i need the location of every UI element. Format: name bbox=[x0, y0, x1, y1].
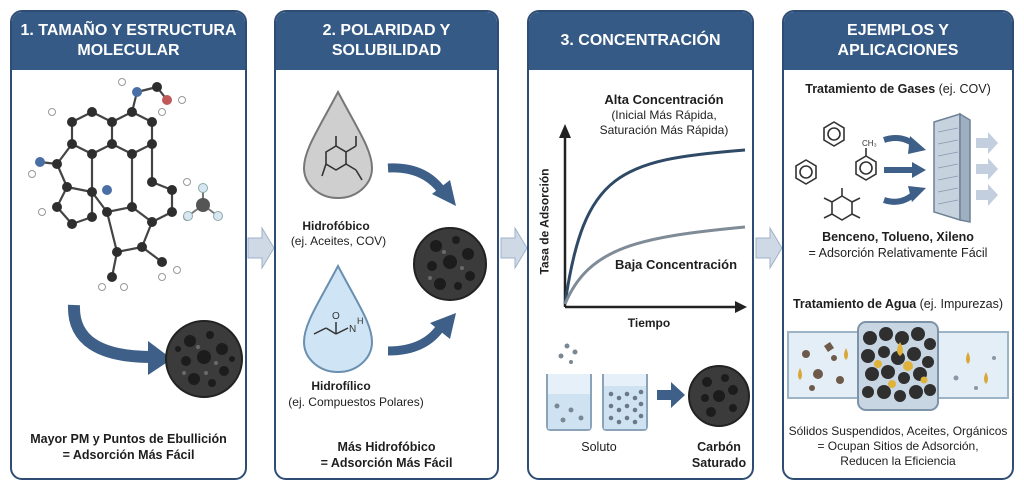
header-line-1: 2. POLARIDAD Y bbox=[322, 22, 451, 39]
arrow-to-saturated-carbon bbox=[657, 382, 685, 408]
low-concentration-label: Baja Concentración bbox=[614, 257, 738, 272]
x-axis-label: Tiempo bbox=[627, 316, 671, 330]
panel-header: 2. POLARIDAD Y SOLUBILIDAD bbox=[276, 12, 497, 70]
gas-filter-icon bbox=[933, 112, 971, 223]
saturated-carbon-particle bbox=[688, 365, 750, 427]
header-line-1: EJEMPLOS Y bbox=[847, 22, 949, 39]
water-title-bold: Tratamiento de Agua bbox=[792, 297, 917, 311]
caption-line-1: Mayor PM y Puntos de Ebullición bbox=[30, 432, 227, 446]
chevron-arrow-1 bbox=[247, 226, 275, 270]
amide-nitrogen: N bbox=[349, 324, 356, 335]
gas-treatment-title: Tratamiento de Gases (ej. COV) bbox=[788, 82, 1008, 98]
activated-carbon-particle bbox=[413, 227, 487, 301]
arrow-hydrophilic-to-carbon bbox=[387, 313, 456, 356]
beaker-solute-1 bbox=[546, 343, 592, 431]
arrow-hydrophobic-to-carbon bbox=[387, 163, 456, 206]
gas-treatment-caption: Benceno, Tolueno, Xileno = Adsorción Rel… bbox=[786, 230, 1010, 261]
solute-label: Soluto bbox=[581, 440, 617, 454]
hydrophobic-label: Hidrofóbico bbox=[302, 219, 370, 233]
water-treatment-caption: Sólidos Suspendidos, Aceites, Orgánicos … bbox=[786, 424, 1010, 469]
water-treatment-title: Tratamiento de Agua (ej. Impurezas) bbox=[786, 297, 1010, 313]
panel-polarity: 2. POLARIDAD Y SOLUBILIDAD Hidrofóbico (… bbox=[274, 10, 499, 480]
saturated-carbon-label: Carbón Saturado bbox=[679, 440, 752, 471]
amide-oxygen: O bbox=[332, 311, 340, 322]
gas-flow-arrows bbox=[883, 135, 926, 205]
small-molecule-icon bbox=[183, 183, 223, 221]
beaker-solute-2 bbox=[602, 374, 648, 431]
water-caption-line-3: Reducen la Eficiencia bbox=[840, 454, 956, 468]
panel-concentration: 3. CONCENTRACIÓN Tasa de Adsorción Alta … bbox=[527, 10, 754, 480]
panel-molecular-size: 1. TAMAÑO Y ESTRUCTURA MOLECULAR bbox=[10, 10, 247, 480]
caption-line-2: = Adsorción Más Fácil bbox=[320, 455, 453, 470]
water-caption-line-2: = Ocupan Sitios de Adsorción, bbox=[817, 439, 979, 453]
header-line-1: 1. TAMAÑO Y ESTRUCTURA bbox=[20, 22, 237, 39]
curved-arrow-to-carbon bbox=[67, 304, 172, 375]
water-title-rest: (ej. Impurezas) bbox=[916, 297, 1003, 311]
header-line-2: APLICACIONES bbox=[837, 42, 959, 59]
hydrophobic-example: (ej. Aceites, COV) bbox=[290, 234, 387, 248]
panel-applications: EJEMPLOS Y APLICACIONES Tratamiento de G… bbox=[782, 10, 1014, 480]
note-line-1: (Inicial Más Rápida, bbox=[611, 108, 717, 122]
gas-title-rest: (ej. COV) bbox=[935, 82, 991, 96]
water-caption-line-1: Sólidos Suspendidos, Aceites, Orgánicos bbox=[788, 424, 1008, 438]
chevron-arrow-3 bbox=[755, 226, 783, 270]
aromatic-molecules-icons: CH₃ bbox=[795, 121, 877, 221]
hydrophilic-drop-icon: O N H bbox=[302, 263, 374, 373]
panel-header: 1. TAMAÑO Y ESTRUCTURA MOLECULAR bbox=[12, 12, 245, 70]
gas-title-bold: Tratamiento de Gases bbox=[805, 82, 936, 96]
panel2-caption: Más Hidrofóbico = Adsorción Más Fácil bbox=[282, 440, 491, 471]
large-molecule-illustration bbox=[28, 78, 191, 291]
chevron-arrow-2 bbox=[500, 226, 528, 270]
gas-caption-bold: Benceno, Tolueno, Xileno bbox=[822, 230, 974, 244]
caption-line-1: Más Hidrofóbico bbox=[337, 440, 436, 454]
clean-gas-arrows bbox=[976, 132, 998, 206]
adsorption-rate-chart bbox=[559, 124, 747, 313]
gas-caption-rest: = Adsorción Relativamente Fácil bbox=[808, 245, 988, 260]
note-line-2: Saturación Más Rápida) bbox=[599, 123, 729, 137]
caption-line-2: = Adsorción Más Fácil bbox=[62, 447, 195, 462]
panel-header: 3. CONCENTRACIÓN bbox=[529, 12, 752, 70]
header-line-2: SOLUBILIDAD bbox=[331, 42, 442, 59]
header-line-2: MOLECULAR bbox=[77, 42, 180, 59]
ch3-label: CH₃ bbox=[862, 139, 877, 148]
hydrophilic-label: Hidrofílico bbox=[311, 379, 371, 393]
panel1-caption: Mayor PM y Puntos de Ebullición = Adsorc… bbox=[18, 432, 239, 463]
high-concentration-curve bbox=[563, 148, 746, 305]
activated-carbon-particle bbox=[165, 320, 243, 398]
low-concentration-curve bbox=[563, 225, 746, 305]
high-concentration-note: (Inicial Más Rápida, Saturación Más Rápi… bbox=[579, 108, 749, 138]
high-concentration-label: Alta Concentración bbox=[604, 92, 724, 107]
saturated-line-2: Saturado bbox=[691, 455, 747, 470]
header-line-1: 3. CONCENTRACIÓN bbox=[560, 32, 721, 49]
hydrophilic-example: (ej. Compuestos Polares) bbox=[288, 395, 424, 409]
panel-header: EJEMPLOS Y APLICACIONES bbox=[784, 12, 1012, 70]
saturated-line-1: Carbón bbox=[697, 440, 741, 454]
water-pipe-filter-illustration bbox=[787, 321, 1009, 411]
y-axis-label: Tasa de Adsorción bbox=[537, 168, 552, 275]
amide-hydrogen: H bbox=[357, 316, 364, 326]
hydrophobic-drop-icon bbox=[302, 89, 374, 199]
